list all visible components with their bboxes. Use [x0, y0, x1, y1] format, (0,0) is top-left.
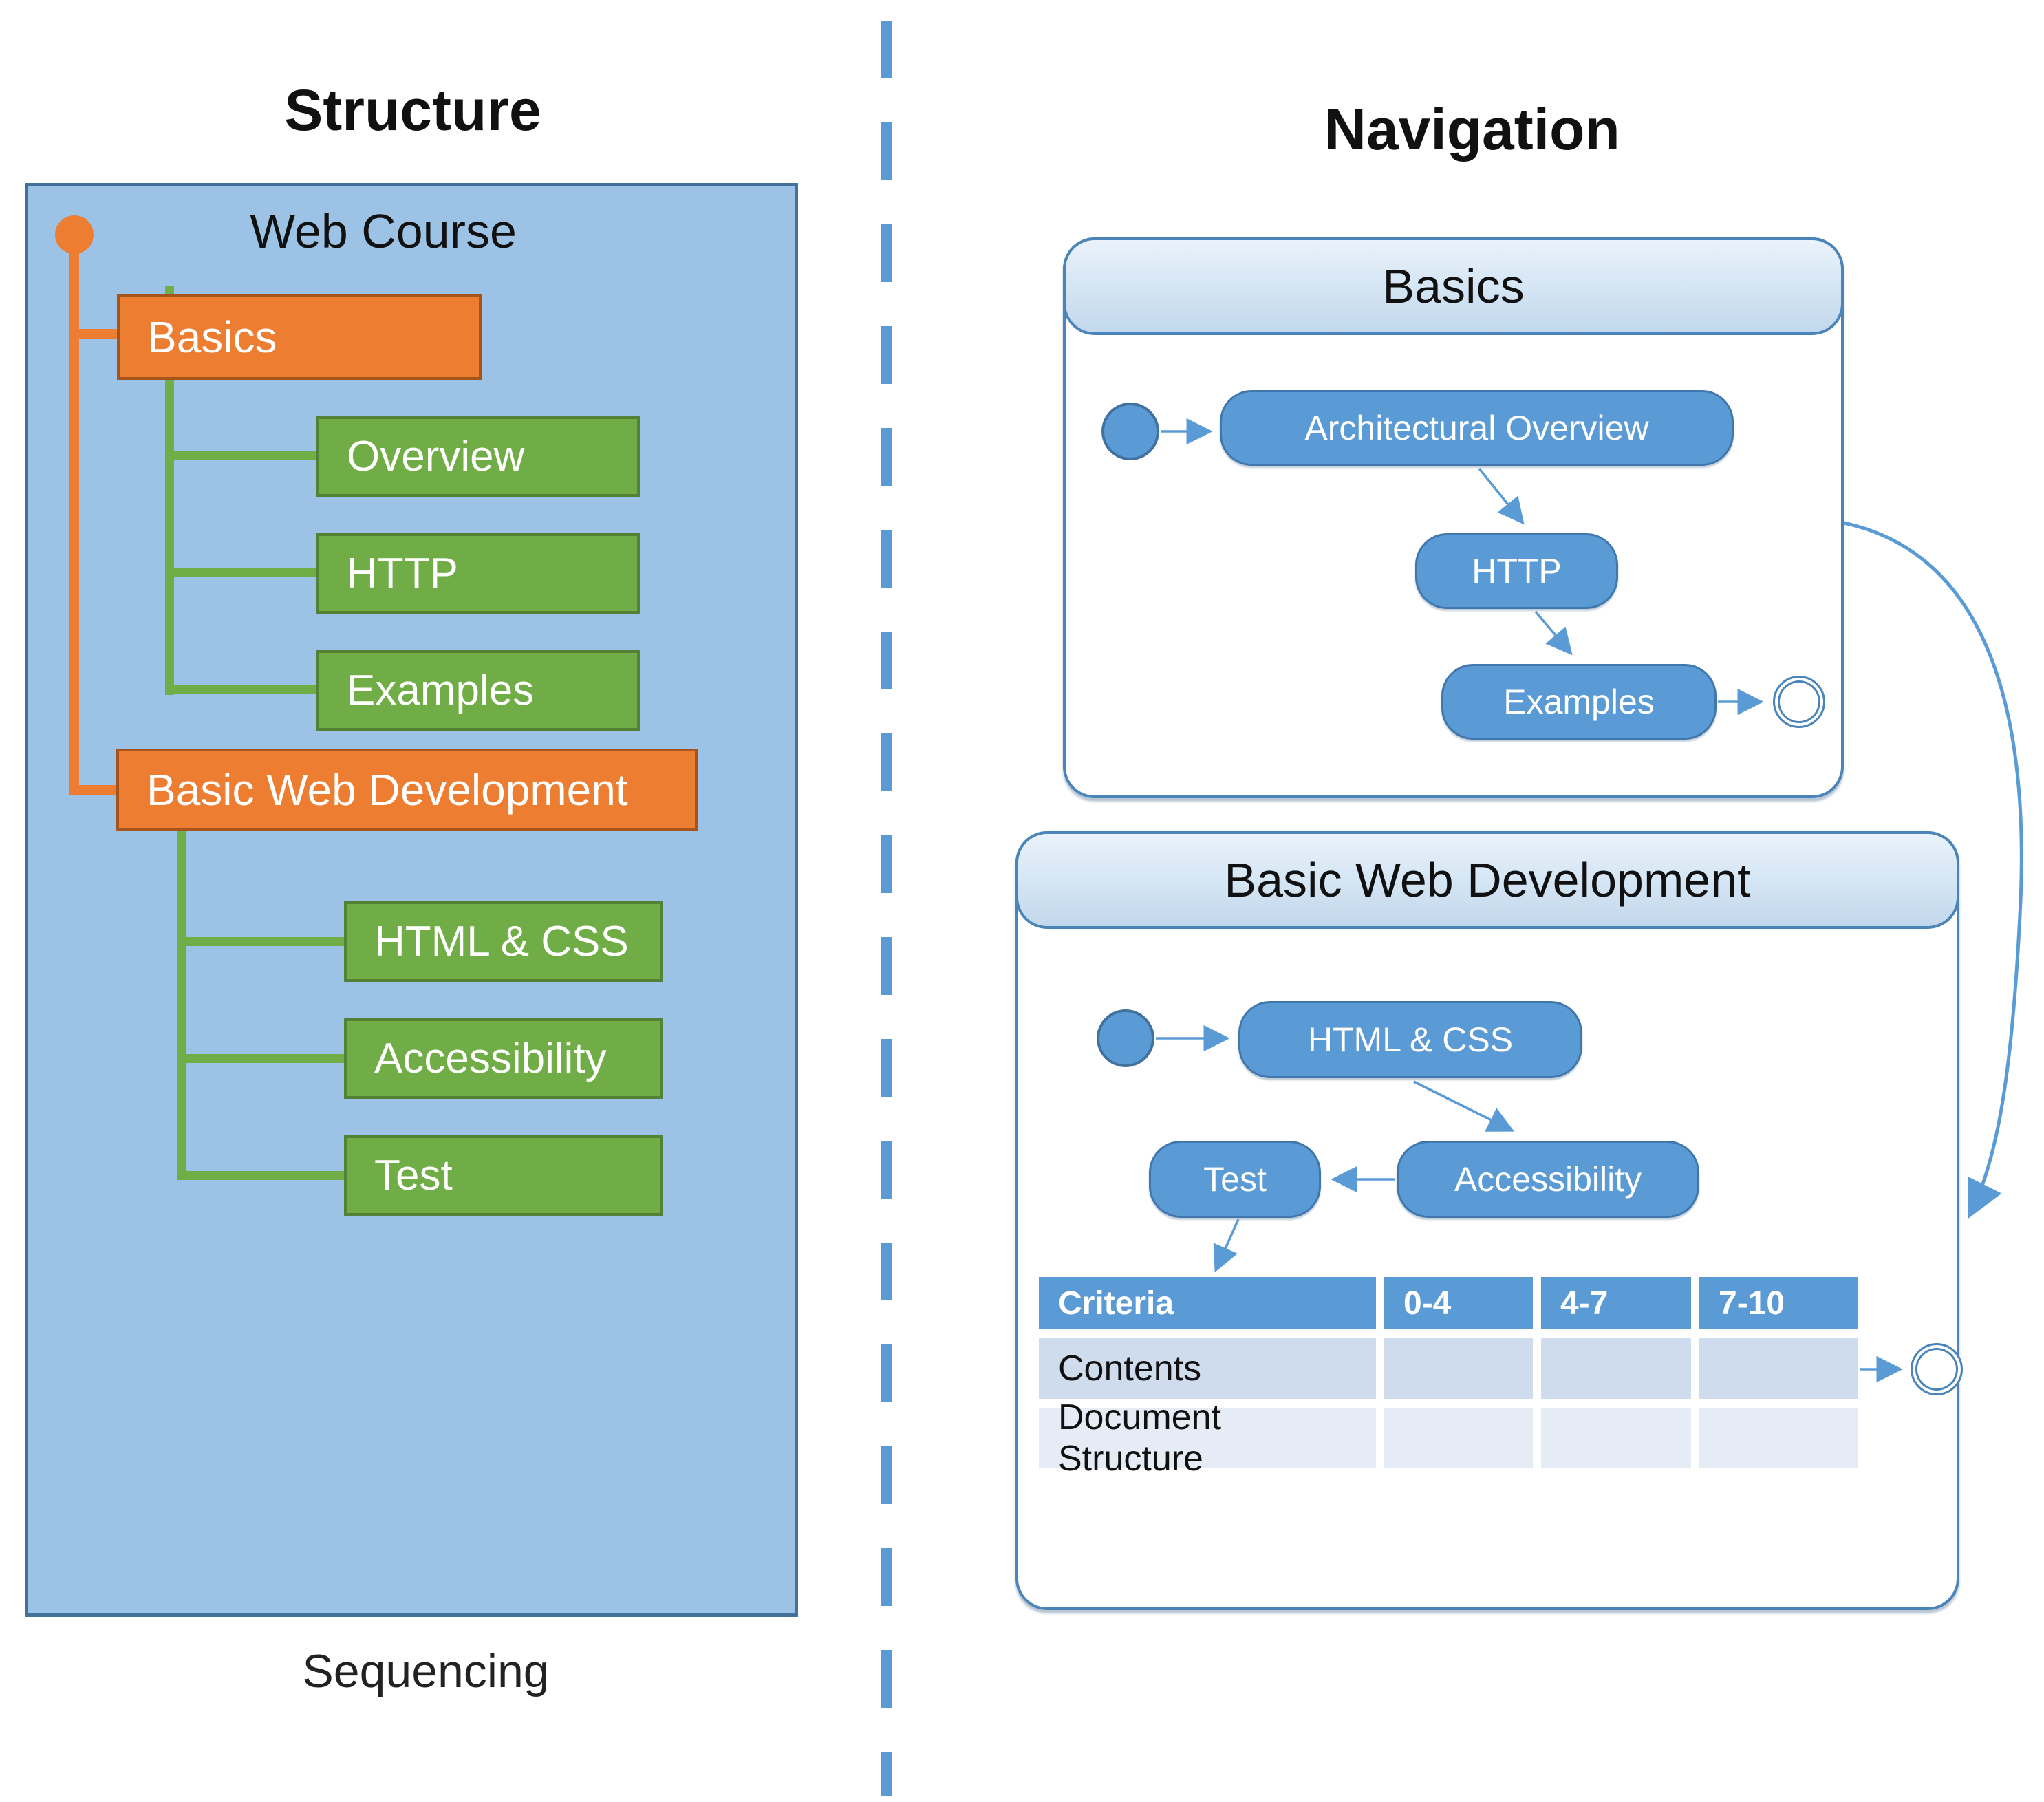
module-trunk-line [69, 248, 79, 790]
table-row-contents-label: Contents [1058, 1349, 1202, 1388]
nav-section-bwd-title: Basic Web Development [1224, 853, 1751, 907]
table-row-document-structure-label: Document Structure [1058, 1397, 1221, 1479]
nav-node-htmlcss: HTML & CSS [1238, 1001, 1582, 1078]
lesson-trunk-line-bwd [177, 831, 186, 1176]
table-cell-empty [1384, 1408, 1533, 1468]
table-header-criteria-label: Criteria [1058, 1285, 1174, 1322]
dashed-divider-line [881, 21, 892, 1796]
nav-node-architectural-overview-label: Architectural Overview [1304, 409, 1649, 447]
table-header-0-4: 0-4 [1384, 1277, 1533, 1329]
end-node-icon [1911, 1343, 1963, 1395]
table-cell-empty [1384, 1338, 1533, 1399]
nav-node-examples-label: Examples [1503, 683, 1655, 721]
table-header-0-4-label: 0-4 [1403, 1285, 1452, 1322]
lesson-box-http: HTTP [316, 533, 640, 614]
lesson-trunk-stub [165, 286, 174, 294]
start-node-icon [1101, 403, 1159, 460]
lesson-box-accessibility: Accessibility [344, 1018, 663, 1099]
course-root-node-icon [55, 215, 94, 254]
table-cell-empty [1541, 1408, 1691, 1468]
table-header-7-10-label: 7-10 [1719, 1285, 1785, 1322]
nav-node-http: HTTP [1415, 533, 1618, 609]
nav-section-bwd-header: Basic Web Development [1015, 831, 1959, 929]
start-node-icon [1097, 1009, 1154, 1067]
structure-title: Structure [284, 78, 541, 142]
lesson-box-overview: Overview [316, 416, 640, 497]
lesson-box-http-label: HTTP [347, 550, 458, 597]
lesson-box-examples: Examples [316, 650, 640, 731]
lesson-branch-examples [165, 685, 320, 694]
nav-node-htmlcss-label: HTML & CSS [1307, 1020, 1514, 1059]
table-row-contents-label-cell: Contents [1039, 1338, 1376, 1399]
nav-section-bwd [1015, 831, 1959, 1610]
table-row-document-structure-label-cell: Document Structure [1039, 1397, 1376, 1479]
nav-node-accessibility: Accessibility [1397, 1141, 1699, 1218]
lesson-box-htmlcss: HTML & CSS [344, 901, 663, 982]
lesson-branch-overview [165, 451, 320, 460]
table-header-4-7: 4-7 [1541, 1277, 1691, 1329]
navigation-title: Navigation [1324, 97, 1620, 162]
module-box-basics-label: Basics [147, 312, 277, 362]
lesson-branch-htmlcss [177, 937, 344, 946]
table-header-7-10: 7-10 [1699, 1277, 1858, 1329]
web-course-panel [25, 183, 798, 1617]
module-box-bwd: Basic Web Development [116, 749, 698, 831]
lesson-box-accessibility-label: Accessibility [374, 1035, 607, 1082]
course-root-label: Web Course [250, 204, 517, 258]
nav-node-http-label: HTTP [1472, 552, 1562, 590]
table-header-criteria: Criteria [1039, 1277, 1376, 1329]
lesson-box-examples-label: Examples [347, 667, 535, 714]
nav-section-basics-title: Basics [1382, 259, 1525, 313]
table-header-4-7-label: 4-7 [1560, 1285, 1609, 1322]
lesson-trunk-line-basics [165, 380, 174, 695]
lesson-branch-http [165, 568, 320, 577]
lesson-branch-test [177, 1171, 344, 1180]
module-box-bwd-label: Basic Web Development [147, 765, 628, 815]
nav-node-examples: Examples [1441, 664, 1717, 740]
table-cell-empty [1699, 1408, 1858, 1468]
table-cell-empty [1699, 1338, 1858, 1399]
lesson-branch-accessibility [177, 1054, 344, 1063]
module-branch-basics [69, 329, 117, 339]
nav-node-accessibility-label: Accessibility [1454, 1160, 1642, 1199]
nav-node-test: Test [1149, 1141, 1321, 1218]
table-cell-empty [1541, 1338, 1691, 1399]
sequencing-caption: Sequencing [302, 1645, 550, 1697]
nav-node-test-label: Test [1203, 1160, 1267, 1199]
nav-node-architectural-overview: Architectural Overview [1220, 390, 1734, 466]
module-box-basics: Basics [117, 294, 482, 380]
lesson-box-test-label: Test [374, 1152, 453, 1199]
nav-section-basics-header: Basics [1063, 237, 1844, 335]
lesson-box-overview-label: Overview [347, 433, 525, 480]
lesson-box-test: Test [344, 1135, 663, 1216]
module-branch-bwd [69, 785, 116, 795]
end-node-icon [1773, 676, 1825, 728]
lesson-box-htmlcss-label: HTML & CSS [374, 918, 629, 965]
